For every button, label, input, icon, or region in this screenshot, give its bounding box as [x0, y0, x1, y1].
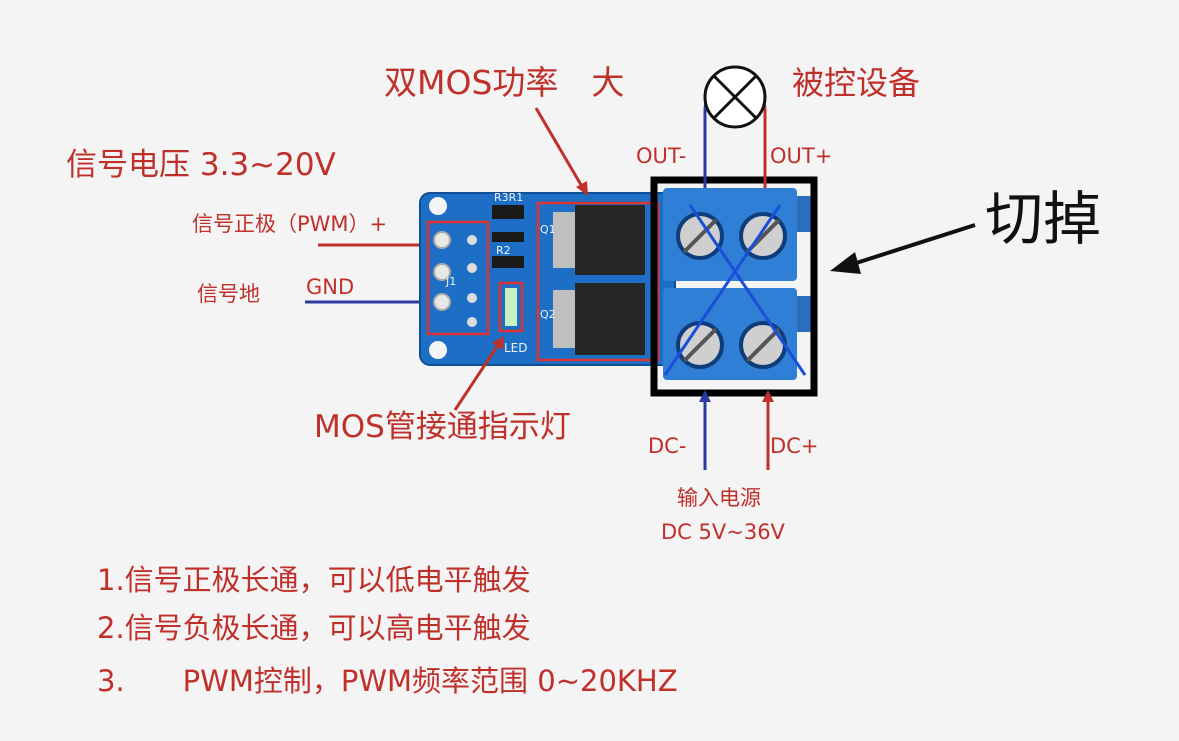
mos-module-pcb: [419, 192, 676, 366]
note-2: 2.信号负极长通，可以高电平触发: [97, 611, 531, 645]
mosfet-outline: [536, 201, 660, 362]
annotation-arrow: [534, 107, 586, 191]
j1-header-outline: [426, 220, 490, 336]
signal-ground-label: 信号地: [197, 282, 260, 306]
controlled-device-label: 被控设备: [792, 64, 921, 102]
signal-positive-label: 信号正极（PWM）+: [192, 212, 388, 236]
cut-off-box: [650, 176, 818, 397]
led: [505, 288, 517, 326]
cut-off-label: 切掉: [985, 185, 1102, 253]
note-1: 1.信号正极长通，可以低电平触发: [97, 563, 531, 597]
silk-led: LED: [504, 341, 528, 355]
note-3: 3. PWM控制，PWM频率范围 0~20KHZ: [97, 664, 678, 698]
silk-r3r1: R3R1: [494, 191, 523, 204]
annotation-arrow: [453, 341, 502, 411]
dc-minus-label: DC-: [648, 434, 687, 458]
header-pin: [433, 293, 451, 311]
header-pin: [433, 263, 451, 281]
arrow-left-icon: [830, 223, 976, 274]
silk-q2: Q2: [540, 308, 556, 321]
mosfet-q1: [575, 205, 645, 275]
silk-j1: J1: [445, 275, 456, 288]
silk-r2: R2: [496, 244, 511, 257]
lamp-icon: [703, 65, 767, 129]
mos-indicator-label: MOS管接通指示灯: [314, 409, 571, 445]
mosfet-q2: [575, 283, 645, 355]
out-minus-label: OUT-: [636, 144, 687, 168]
resistor-r1: [492, 232, 524, 242]
dual-mos-power-label: 双MOS功率 大: [384, 63, 625, 102]
gnd-label: GND: [306, 275, 355, 299]
silk-q1: Q1: [540, 223, 556, 236]
cross-line: [663, 204, 782, 376]
input-power-title: 输入电源: [677, 486, 761, 510]
signal-voltage-label: 信号电压 3.3~20V: [66, 147, 336, 183]
input-power-range: DC 5V~36V: [661, 520, 785, 544]
resistor-r3r1: [492, 205, 524, 219]
resistor-r2: [492, 256, 524, 268]
header-pin: [433, 231, 451, 249]
out-plus-label: OUT+: [770, 144, 833, 168]
dc-plus-label: DC+: [770, 434, 819, 458]
cross-line: [688, 204, 807, 376]
led-outline: [498, 281, 524, 333]
